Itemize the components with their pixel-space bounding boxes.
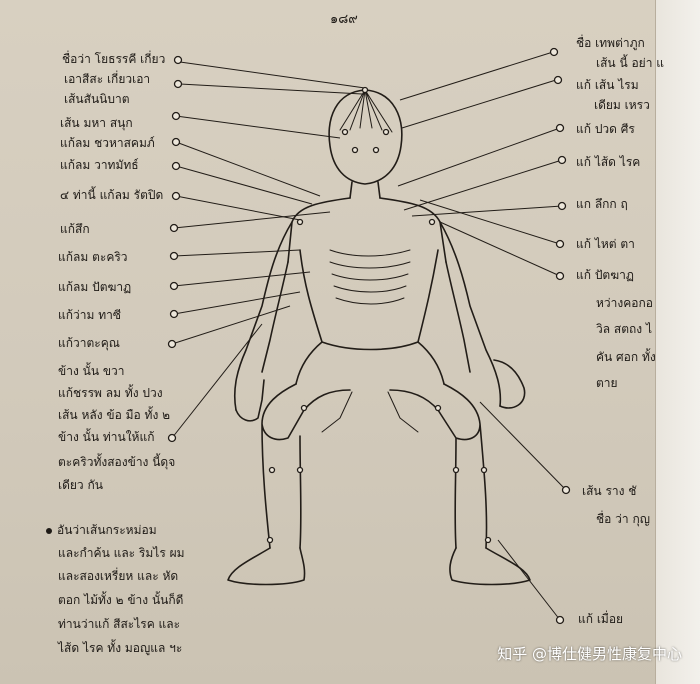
right-label: เส้น นี้ อย่า แ: [596, 56, 664, 70]
figure-right-foot: [449, 547, 531, 586]
right-label: แก้ ปวด ศีร: [576, 122, 635, 136]
left-label: แก้ลม ตะคริว: [58, 250, 128, 264]
right-label: แก้ ปัตฆาฏ: [576, 268, 634, 282]
manuscript-page: [0, 0, 660, 684]
figure-torso: [287, 197, 447, 351]
right-label: แก้ เส้น ไรม: [576, 78, 639, 92]
right-label: เส้น ราง ชั: [582, 484, 637, 498]
right-label: แก้ ไส้ด ไรค: [576, 155, 641, 169]
right-label: แก ลึกก ฤ: [576, 197, 628, 211]
right-label: คัน ศอก ทั้ง: [596, 350, 656, 364]
figure-left-arm: [233, 221, 293, 411]
right-label: ชื่อ ว่า กุญ: [596, 512, 650, 526]
left-label: เส้น มหา สนุก: [60, 116, 133, 130]
paragraph-line: และกำค้น และ ริมไร ผม: [58, 546, 185, 560]
paragraph-line: ไส้ด ไรค ทั้ง มอญูแล ฯะ: [58, 641, 183, 655]
left-label: แก้ว่าม ทาซี: [58, 308, 121, 322]
figure-left-leg: [261, 383, 351, 549]
right-label: หว่างคอกอ: [596, 296, 653, 310]
left-label: แก้ลม ชวหาสคมภ์: [60, 136, 155, 150]
left-label: ชื่อว่า โยธรรคี เกี่ยว: [62, 52, 166, 66]
page-number: ๑๘๙: [330, 12, 358, 27]
left-label: แก้สึก: [60, 222, 90, 236]
figure-right-arm: [439, 221, 502, 407]
left-label: ตะคริวทั้งสองข้าง นี้ดุจ: [58, 455, 176, 469]
right-label: ตาย: [596, 376, 618, 390]
left-label: แก้ลม วาทมัทธ์: [60, 158, 139, 172]
figure-right-leg: [389, 383, 488, 549]
paragraph-text: อันว่าเส้นกระหม่อม: [57, 523, 157, 537]
left-label: เดียว กัน: [58, 478, 103, 492]
left-label: เอาสีสะ เกี่ยวเอา: [64, 72, 151, 86]
paragraph-line: ตอก ไม้ทั้ง ๒ ข้าง นั้นก็ดี: [58, 593, 184, 607]
right-label: ชื่อ เทพต่าภูก: [576, 36, 645, 50]
left-label: ๔ ท่านี้ แก้ลม รัตปิด: [60, 188, 164, 202]
watermark: 知乎 @博仕健男性康复中心: [497, 645, 682, 663]
left-label: ข้าง นั้น ท่านให้แก้: [58, 430, 155, 444]
left-label: แก้ลม ปัตฆาฏ: [58, 280, 132, 294]
bullet-icon: [46, 527, 52, 534]
left-label: เส้น หลัง ข้อ มือ ทั้ง ๒: [58, 408, 171, 422]
right-label: เดียม เหรว: [594, 98, 650, 112]
figure-left-foot: [227, 547, 306, 586]
paragraph-line: ท่านว่าแก้ สีสะไรค และ: [58, 617, 181, 631]
left-label: แก้ชรรพ ลม ทั้ง ปวง: [58, 386, 163, 400]
paragraph-line: อันว่าเส้นกระหม่อม: [46, 520, 157, 540]
left-label: แก้วาตะคุณ: [58, 336, 120, 350]
right-label: แก้ ไหต่ ตา: [576, 237, 635, 251]
left-label: เส้นสันนิบาต: [64, 92, 130, 106]
paragraph-line: และสองเหรี่ยห และ หัด: [58, 569, 179, 583]
right-label: แก้ เมื่อย: [578, 612, 624, 626]
right-label: วิล สตถง ไ: [596, 322, 652, 336]
left-label: ข้าง นั้น ขวา: [58, 364, 125, 378]
adjacent-page-edge: [655, 0, 700, 684]
figure-head: [328, 89, 403, 185]
